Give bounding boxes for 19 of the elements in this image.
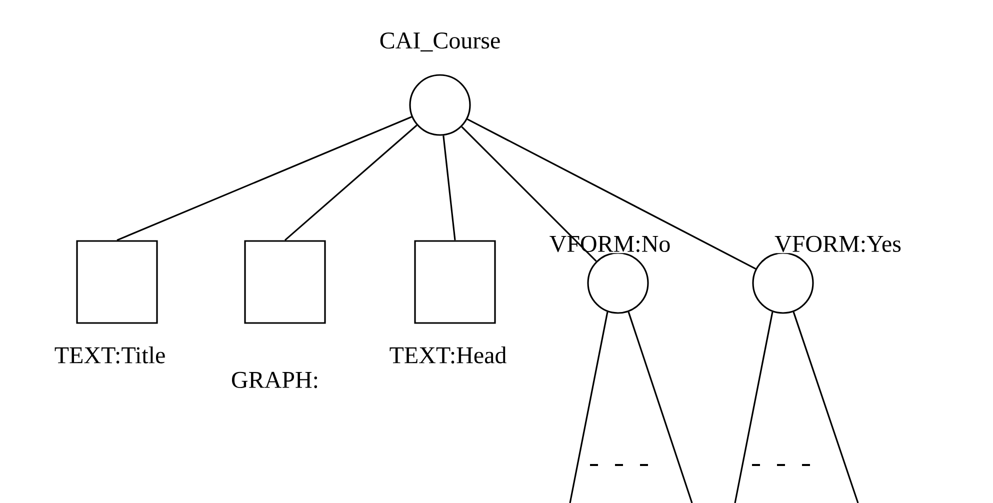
node-label: GRAPH: xyxy=(232,372,318,388)
line xyxy=(461,126,597,262)
line xyxy=(116,116,412,241)
node-label: TEXT:Title xyxy=(54,346,165,364)
line xyxy=(569,312,608,503)
node-label: TEXT:Head xyxy=(390,346,506,364)
line xyxy=(734,312,774,503)
node-label: VFORM:Yes xyxy=(774,236,901,252)
line xyxy=(284,124,418,241)
square-node: TEXT:Title xyxy=(53,240,167,364)
circle-node: CAI_Course xyxy=(378,32,502,136)
square-node: GRAPH: xyxy=(230,240,326,390)
line xyxy=(792,312,859,503)
circle-node: VFORM:Yes xyxy=(752,234,902,314)
line xyxy=(466,118,756,270)
line xyxy=(628,312,693,503)
line xyxy=(442,136,456,240)
square-node: TEXT:Head xyxy=(388,240,508,364)
node-label: CAI_Course xyxy=(380,32,500,52)
